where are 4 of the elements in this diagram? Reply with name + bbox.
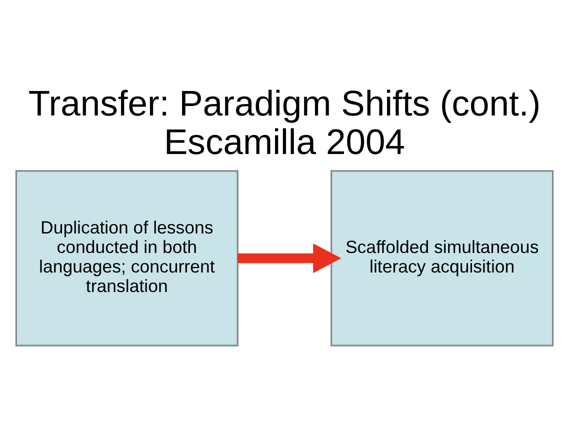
node-box: Duplication of lessons conducted in both languages; concurrent translation (15, 170, 238, 346)
diagram-title: Transfer: Paradigm Shifts (cont.) Escamilla 2004 (28, 83, 541, 162)
node-box: Scaffolded simultaneous literacy acquisition (330, 170, 554, 346)
arrow (238, 243, 342, 274)
